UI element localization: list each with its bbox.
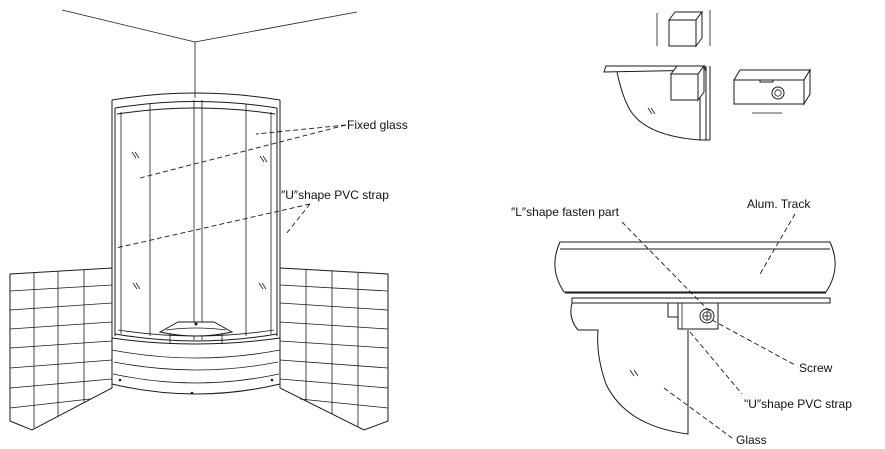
room-corner-right-line [194,11,358,43]
label-alum-track: Alum. Track [747,197,811,211]
mounted-glass-fastener [603,64,711,141]
right-tile-wall [279,267,389,431]
callout-alum-track [759,213,796,275]
l-shape-fastener [667,302,719,330]
glass-reflection-marks [131,151,268,290]
fastener-part-with-hole [733,68,811,114]
callout-screw [711,319,796,366]
label-u-shape-pvc-strap-right: "U″shape PVC strap [744,397,852,411]
callout-glass [663,387,733,439]
label-glass: Glass [736,433,767,447]
label-u-shape-pvc-strap-left: ″U″shape PVC strap [281,188,389,202]
fastener-detail [603,10,811,141]
label-screw: Screw [799,361,833,375]
right-callout-lines [621,213,796,439]
shower-enclosure: Fixed glass ″U″shape PVC strap [9,9,408,431]
glass-enclosure-frame [111,92,281,342]
shower-tray [111,337,281,395]
aluminium-track [554,241,836,304]
left-callout-lines [115,124,347,249]
fastener-part-top [656,10,711,48]
left-tile-wall [9,267,113,431]
label-l-shape-fasten-part: ″L″shape fasten part [511,205,620,219]
callout-u-strap [689,331,743,395]
room-corner-left-line [61,9,196,43]
callout-l-shape [621,221,713,315]
corner-seat [158,321,234,344]
glass-panel [570,302,689,435]
label-fixed-glass: Fixed glass [347,118,408,132]
track-cross-section: ″L″shape fasten part Alum. Track Screw "… [511,197,852,447]
